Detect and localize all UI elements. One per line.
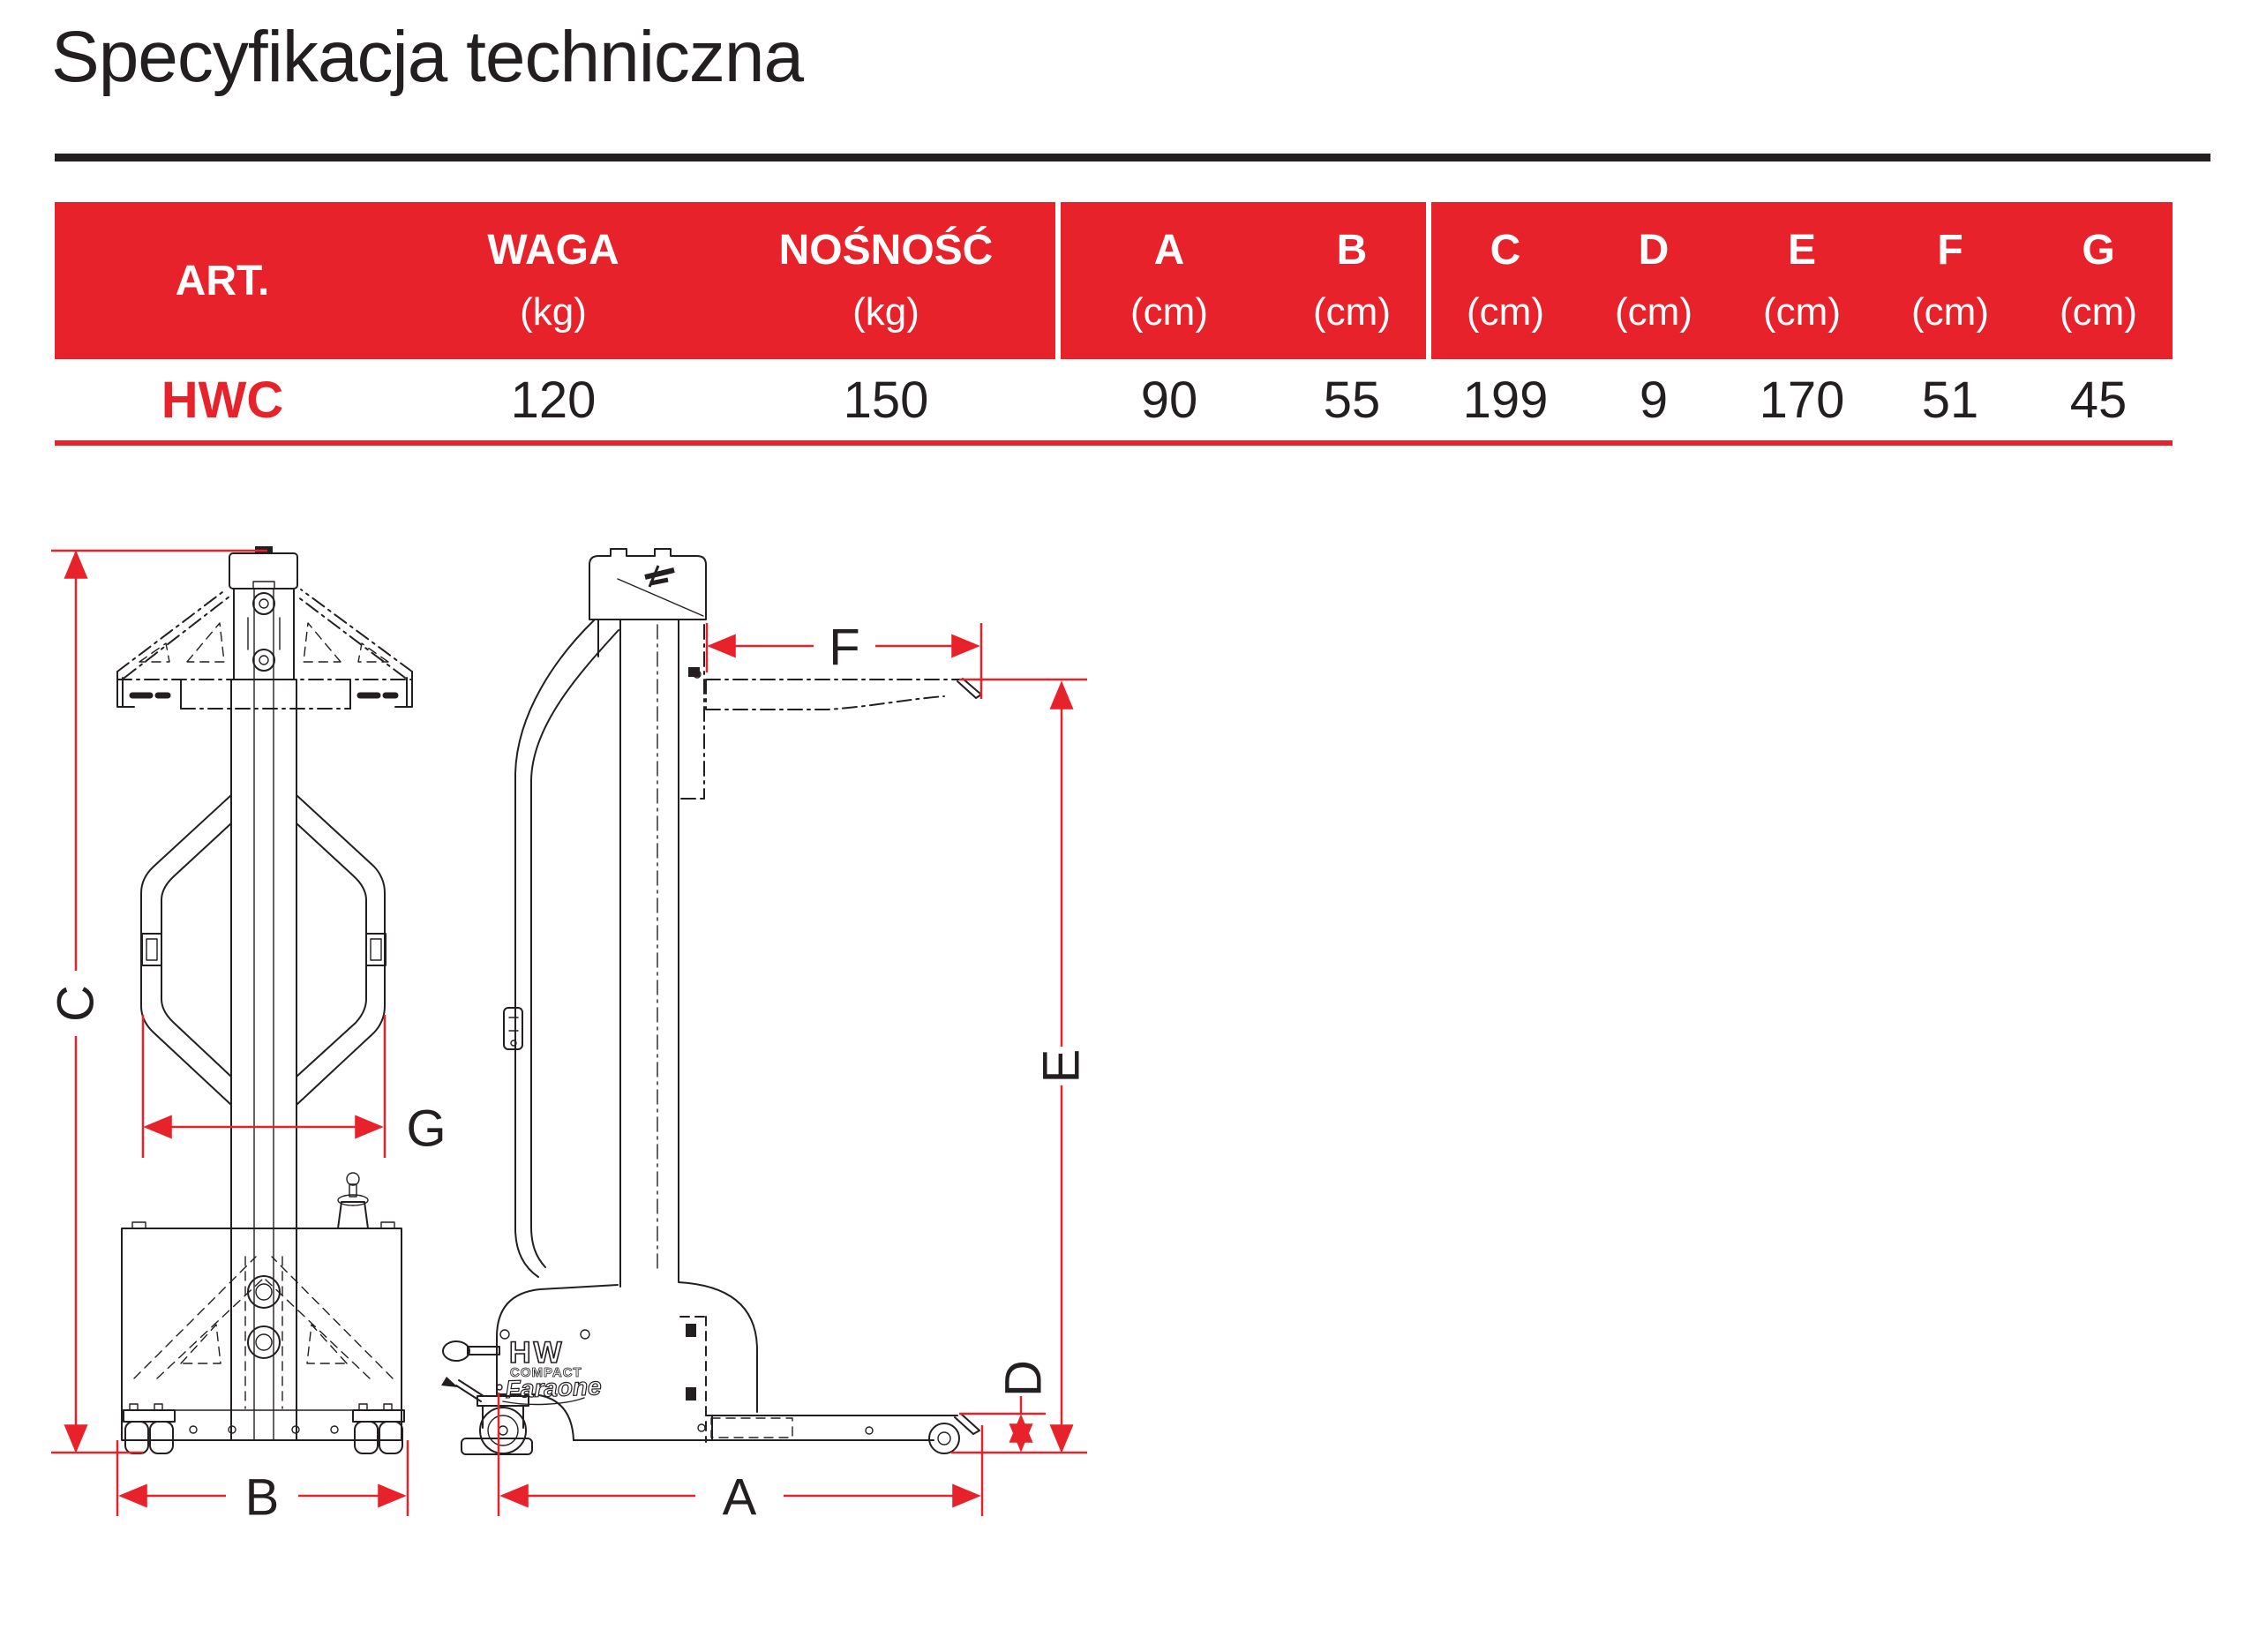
value-b: 55 [1323, 371, 1381, 429]
fork-roller [928, 1423, 960, 1454]
body-model-subtext: COMPACT [510, 1365, 582, 1380]
tiller-rod [467, 1346, 500, 1355]
col-header-nosnosc: NOŚNOŚĆ (kg) [778, 227, 994, 334]
value-g: 45 [2069, 371, 2128, 429]
mast-outer [230, 679, 297, 1441]
rear-wheels [123, 1403, 405, 1454]
key-switch [337, 1201, 369, 1229]
page-title: Specyfikacja techniczna [51, 17, 804, 97]
dim-label-a: A [723, 1469, 757, 1527]
dim-label-c: C [48, 985, 105, 1022]
folded-platform-triangle [116, 589, 413, 710]
fork-platform [679, 1316, 980, 1454]
dimension-c: C [48, 549, 267, 1454]
side-view-drawing: HW COMPACT Faraone [441, 548, 1091, 1527]
brand-script-logo: Faraone [505, 1372, 602, 1403]
caster-wheel [479, 1407, 527, 1454]
table-underline [55, 440, 2173, 446]
col-header-c: C (cm) [1467, 227, 1544, 334]
value-f: 51 [1921, 371, 1979, 429]
dimension-d: D [959, 1360, 1053, 1453]
base-box [121, 1172, 402, 1441]
handle [503, 620, 619, 1278]
value-d: 9 [1639, 371, 1669, 429]
front-caster [441, 1340, 533, 1455]
col-header-e: E (cm) [1763, 227, 1841, 334]
dimension-f: F [705, 620, 983, 699]
col-header-b: B (cm) [1313, 227, 1391, 334]
col-header-art: ART. [175, 257, 270, 304]
dimension-g: G [141, 1015, 447, 1158]
value-e: 170 [1759, 371, 1845, 429]
dim-label-b: B [245, 1469, 280, 1527]
brake-lever [455, 1379, 484, 1402]
head-unit [589, 548, 707, 620]
header-segment-2: A (cm) B (cm) [1061, 202, 1426, 359]
handle-frame [140, 794, 387, 1106]
front-view-drawing: C G B [48, 546, 447, 1527]
value-a: 90 [1140, 371, 1198, 429]
dimension-b: B [116, 1440, 409, 1527]
spec-table-row: HWC 120 150 90 55 199 9 170 51 45 [55, 359, 2173, 441]
spec-table-header: ART. WAGA (kg) NOŚNOŚĆ (kg) A (cm) B (cm… [55, 202, 2173, 359]
fork-carriage [679, 1316, 707, 1443]
dim-label-e: E [1033, 1049, 1091, 1084]
col-header-waga: WAGA (kg) [487, 227, 619, 334]
value-c: 199 [1462, 371, 1549, 429]
header-segment-3: C (cm) D (cm) E (cm) F (cm) G (cm) [1431, 202, 2173, 359]
value-nosnosc: 150 [843, 371, 929, 429]
body: HW COMPACT Faraone [496, 1281, 934, 1441]
handle-latch [503, 1007, 523, 1050]
product-code: HWC [161, 371, 284, 429]
tiller-knob [442, 1340, 470, 1362]
value-waga: 120 [510, 371, 597, 429]
dimension-a: A [497, 1393, 984, 1527]
mast-inner [253, 679, 274, 1441]
col-header-g: G (cm) [2060, 227, 2137, 334]
dim-label-f: F [829, 620, 859, 677]
pulley-top [252, 592, 275, 615]
pulley-bottom [252, 649, 275, 672]
mast [619, 619, 679, 1288]
raised-fork-phantom [680, 624, 982, 800]
col-header-a: A (cm) [1130, 227, 1208, 334]
fork-tip [954, 1413, 980, 1435]
dim-label-d: D [995, 1360, 1053, 1397]
col-header-d: D (cm) [1615, 227, 1692, 334]
title-rule [55, 154, 2210, 161]
body-model-text: HW [509, 1336, 565, 1370]
head-logo-mark [644, 565, 675, 588]
header-segment-1: ART. WAGA (kg) NOŚNOŚĆ (kg) [55, 202, 1055, 359]
dim-label-g: G [406, 1100, 446, 1158]
dimension-e: E [951, 678, 1091, 1454]
col-header-f: F (cm) [1911, 227, 1989, 334]
